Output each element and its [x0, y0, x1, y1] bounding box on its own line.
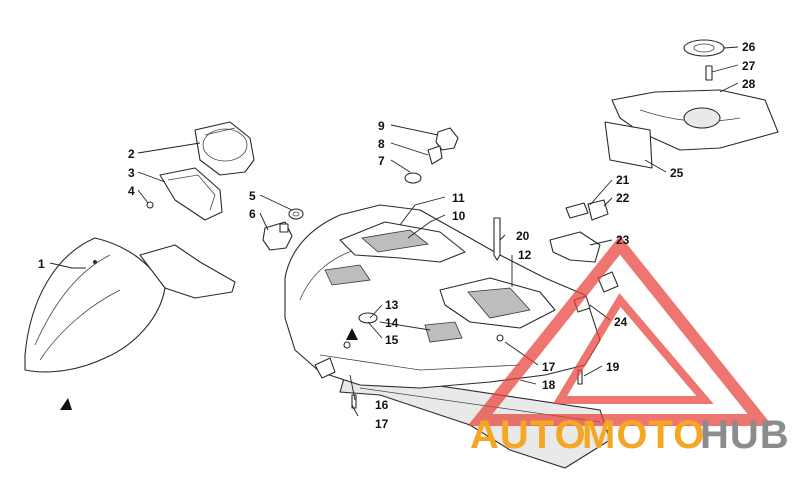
callout-15: 15	[385, 333, 399, 347]
watermark-hub: HUB	[700, 413, 790, 457]
callout-16: 16	[375, 398, 389, 412]
callout-9: 9	[378, 119, 385, 133]
callout-18: 18	[542, 378, 556, 392]
part-20-bolt	[493, 217, 501, 261]
callout-4: 4	[128, 184, 135, 198]
callout-28: 28	[742, 77, 756, 91]
part-26-ring	[683, 39, 725, 57]
watermark-logo	[467, 235, 773, 426]
watermark-text: AUTO MOTO HUB	[470, 413, 790, 457]
watermark-auto: AUTO	[470, 413, 587, 457]
callout-5: 5	[249, 189, 256, 203]
part-3-gauge-bezel	[159, 167, 223, 221]
part-25-lens	[604, 121, 653, 169]
part-8-bolt	[427, 145, 443, 165]
callout-17a: 17	[375, 417, 389, 431]
callout-1: 1	[38, 257, 45, 271]
callout-12: 12	[518, 248, 532, 262]
leader-lines	[49, 46, 739, 417]
callout-8: 8	[378, 137, 385, 151]
callout-3: 3	[128, 166, 135, 180]
part-14-side-grilles	[324, 264, 463, 343]
part-6-switch	[262, 221, 293, 251]
callout-7: 7	[378, 154, 385, 168]
callout-6: 6	[249, 207, 256, 221]
part-5-grommet	[288, 208, 304, 220]
callout-13: 13	[385, 298, 399, 312]
callout-25: 25	[670, 166, 684, 180]
callout-labels: 1 2 3 4 5 6 7 8 9 10 11 12 13 14 15 16 1…	[38, 40, 756, 431]
part-28-dash-cover	[611, 89, 779, 151]
callout-20: 20	[516, 229, 530, 243]
callout-21: 21	[616, 173, 630, 187]
callout-11: 11	[452, 191, 465, 205]
part-9-cap	[435, 127, 459, 151]
part-21-22-switches	[565, 199, 609, 221]
callout-10: 10	[452, 209, 466, 223]
callout-2: 2	[128, 147, 135, 161]
callout-24: 24	[614, 315, 628, 329]
watermark-moto: MOTO	[582, 413, 705, 457]
callout-17b: 17	[542, 360, 556, 374]
part-13-15-knob	[358, 312, 378, 324]
callout-22: 22	[616, 191, 630, 205]
part-2-gauge-housing	[194, 121, 255, 176]
callout-26: 26	[742, 40, 756, 54]
part-27-screw	[705, 65, 713, 81]
part-1-front-cover	[24, 237, 236, 373]
callout-19: 19	[606, 360, 620, 374]
part-7-washer	[404, 172, 422, 184]
callout-14: 14	[385, 316, 399, 330]
part-4-screw	[146, 201, 154, 209]
callout-23: 23	[616, 233, 630, 247]
part-12-center-panel	[439, 277, 556, 329]
callout-27: 27	[742, 59, 756, 73]
direction-arrows	[60, 328, 358, 410]
part-23-bracket	[549, 231, 601, 263]
